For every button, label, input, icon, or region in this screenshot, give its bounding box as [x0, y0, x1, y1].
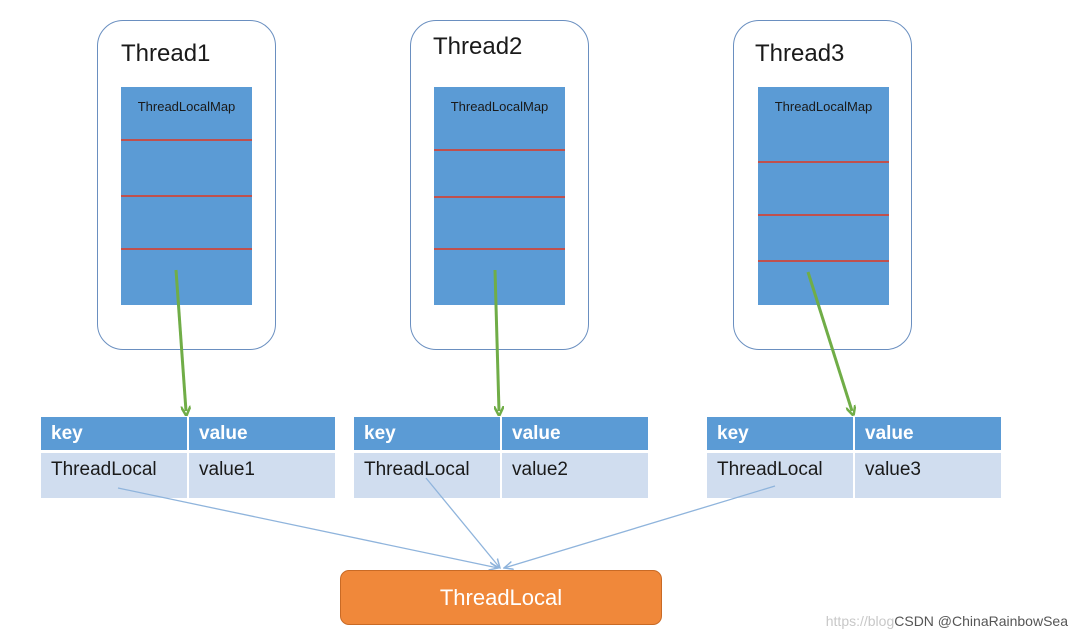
thread1-map-label: ThreadLocalMap	[137, 99, 236, 114]
map-entry-divider	[434, 196, 565, 198]
watermark: https://blogCSDN @ChinaRainbowSea	[826, 613, 1068, 629]
entry-table-2: key value ThreadLocal value2	[354, 417, 648, 498]
key-header: key	[707, 417, 855, 452]
watermark-text: CSDN @ChinaRainbowSea	[894, 613, 1068, 629]
thread1-title: Thread1	[121, 40, 211, 67]
map-entry-divider	[758, 260, 889, 262]
entry-table-1: key value ThreadLocal value1	[41, 417, 335, 498]
thread3-threadlocalmap: ThreadLocalMap	[758, 87, 889, 305]
entry-table-3: key value ThreadLocal value3	[707, 417, 1001, 498]
key-cell: ThreadLocal	[707, 450, 855, 498]
map-entry-divider	[758, 214, 889, 216]
threadlocal-box: ThreadLocal	[340, 570, 662, 625]
map-entry-divider	[434, 149, 565, 151]
value-cell: value1	[188, 450, 335, 498]
watermark-url: https://blog	[825, 613, 895, 629]
map-entry-divider	[121, 248, 252, 250]
key-header: key	[41, 417, 189, 452]
thread2-title: Thread2	[433, 33, 523, 60]
map-entry-divider	[121, 195, 252, 197]
value-cell: value3	[854, 450, 1001, 498]
key-header: key	[354, 417, 502, 452]
map-entry-divider	[758, 161, 889, 163]
threadlocal-label: ThreadLocal	[439, 584, 563, 610]
map-entry-divider	[121, 139, 252, 141]
value-header: value	[854, 417, 1001, 452]
map-entry-divider	[434, 248, 565, 250]
value-cell: value2	[501, 450, 648, 498]
thread2-map-label: ThreadLocalMap	[450, 99, 549, 114]
thread2-threadlocalmap: ThreadLocalMap	[434, 87, 565, 305]
value-header: value	[188, 417, 335, 452]
blue-reference-line-3	[504, 485, 776, 568]
thread3-title: Thread3	[755, 40, 845, 67]
value-header: value	[501, 417, 648, 452]
blue-reference-line-1	[117, 487, 498, 568]
thread1-threadlocalmap: ThreadLocalMap	[121, 87, 252, 305]
key-cell: ThreadLocal	[354, 450, 502, 498]
thread3-map-label: ThreadLocalMap	[774, 99, 873, 114]
key-cell: ThreadLocal	[41, 450, 189, 498]
